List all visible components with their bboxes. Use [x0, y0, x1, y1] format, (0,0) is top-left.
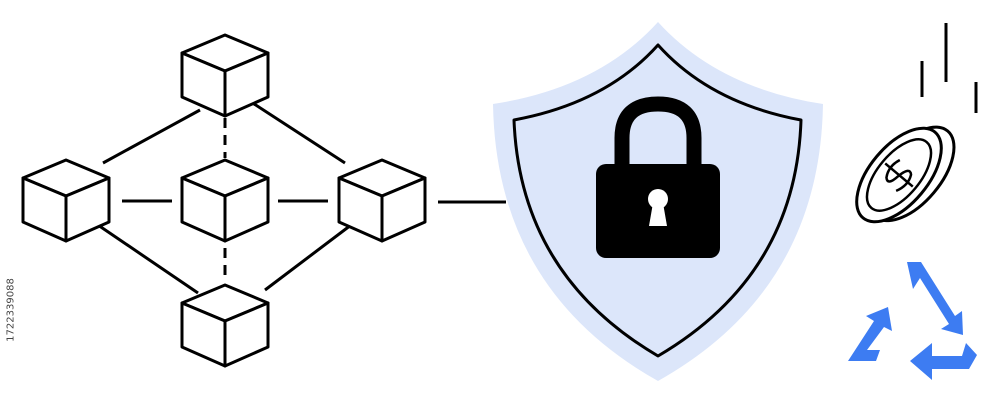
recycle-arrow-left [848, 307, 892, 361]
recycle-arrow-bottom [910, 343, 977, 380]
blockchain-network-icon [21, 33, 506, 368]
cube-right [337, 158, 427, 243]
security-shield-icon [493, 22, 823, 381]
falling-coin-icon [855, 23, 978, 224]
recycle-arrow-right [907, 262, 963, 335]
cube-top [180, 33, 270, 118]
cube-left [21, 158, 111, 243]
network-links [94, 98, 506, 295]
motion-lines [920, 23, 978, 113]
recycle-arrows-icon [848, 262, 977, 380]
shield-outline [512, 43, 803, 358]
link-top-left [102, 108, 201, 165]
link-bottom-right [264, 220, 356, 292]
link-bottom-left [94, 221, 199, 295]
link-top-right [247, 98, 346, 165]
coin-inner-ring [865, 138, 933, 212]
keyhole-icon [648, 189, 668, 226]
padlock-shackle [614, 96, 702, 168]
padlock-icon [596, 96, 720, 258]
coin-symbol [884, 158, 914, 193]
stock-id-watermark: 1722339088 [5, 278, 17, 342]
cube-bottom [180, 283, 270, 368]
cube-center [180, 158, 270, 243]
